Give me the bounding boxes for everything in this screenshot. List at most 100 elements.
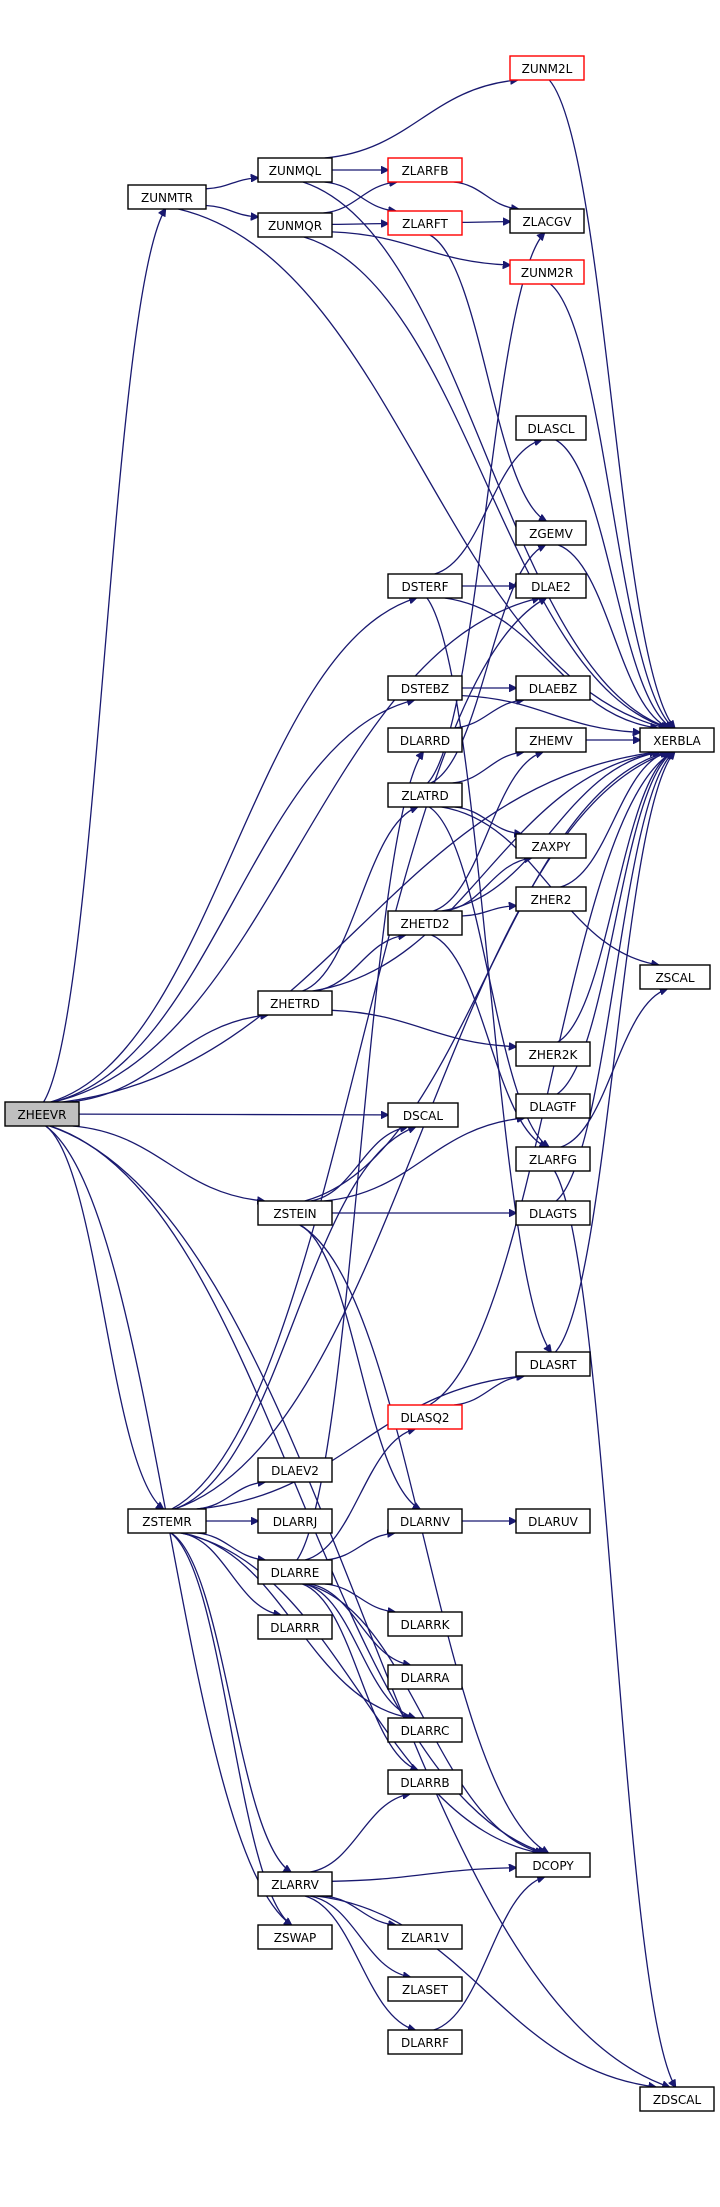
node-box[interactable] [257, 1924, 333, 1950]
node-box[interactable] [509, 259, 585, 285]
node-zdscal[interactable]: ZDSCAL [639, 2086, 715, 2112]
node-box[interactable] [387, 782, 463, 808]
node-dcopy[interactable]: DCOPY [515, 1852, 591, 1878]
node-dlarrk[interactable]: DLARRK [387, 1611, 463, 1637]
node-dlarrd[interactable]: DLARRD [387, 727, 463, 753]
node-box[interactable] [387, 1102, 459, 1128]
node-dlarrj[interactable]: DLARRJ [257, 1508, 333, 1534]
node-box[interactable] [257, 157, 333, 183]
node-zlarft[interactable]: ZLARFT [387, 210, 463, 236]
node-box[interactable] [639, 2086, 715, 2112]
node-dlagtf[interactable]: DLAGTF [515, 1093, 591, 1119]
node-box[interactable] [127, 184, 207, 210]
node-box[interactable] [515, 886, 587, 912]
node-box[interactable] [387, 910, 463, 936]
node-dlarrc[interactable]: DLARRC [387, 1717, 463, 1743]
node-zlacgv[interactable]: ZLACGV [509, 208, 585, 234]
node-zlaset[interactable]: ZLASET [387, 1976, 463, 2002]
node-box[interactable] [639, 727, 715, 753]
node-dlasq2[interactable]: DLASQ2 [387, 1404, 463, 1430]
node-zunm2r[interactable]: ZUNM2R [509, 259, 585, 285]
node-box[interactable] [639, 964, 711, 990]
node-box[interactable] [257, 1559, 333, 1585]
node-dlasrt[interactable]: DLASRT [515, 1351, 591, 1377]
node-box[interactable] [257, 1200, 333, 1226]
node-box[interactable] [257, 1614, 333, 1640]
node-box[interactable] [4, 1101, 80, 1127]
node-zunmqr[interactable]: ZUNMQR [257, 212, 333, 238]
node-box[interactable] [257, 1457, 333, 1483]
node-zlatrd[interactable]: ZLATRD [387, 782, 463, 808]
node-dlarra[interactable]: DLARRA [387, 1664, 463, 1690]
node-dstebz[interactable]: DSTEBZ [387, 675, 463, 701]
node-dlaruv[interactable]: DLARUV [515, 1508, 591, 1534]
node-zlarfg[interactable]: ZLARFG [515, 1146, 591, 1172]
node-box[interactable] [387, 1611, 463, 1637]
node-zgemv[interactable]: ZGEMV [515, 520, 587, 546]
node-box[interactable] [509, 208, 585, 234]
node-zhemv[interactable]: ZHEMV [515, 727, 587, 753]
node-box[interactable] [387, 1508, 463, 1534]
node-box[interactable] [509, 55, 585, 81]
node-box[interactable] [515, 1508, 591, 1534]
node-box[interactable] [387, 1924, 463, 1950]
node-box[interactable] [387, 2029, 463, 2055]
node-box[interactable] [515, 1093, 591, 1119]
node-box[interactable] [515, 1041, 591, 1067]
node-zher2[interactable]: ZHER2 [515, 886, 587, 912]
node-box[interactable] [387, 210, 463, 236]
node-box[interactable] [515, 1351, 591, 1377]
node-box[interactable] [387, 1404, 463, 1430]
node-box[interactable] [387, 727, 463, 753]
node-dlagts[interactable]: DLAGTS [515, 1200, 591, 1226]
node-dlaebz[interactable]: DLAEBZ [515, 675, 591, 701]
node-zhetd2[interactable]: ZHETD2 [387, 910, 463, 936]
node-box[interactable] [387, 573, 463, 599]
node-zunmtr[interactable]: ZUNMTR [127, 184, 207, 210]
node-zaxpy[interactable]: ZAXPY [515, 833, 587, 859]
node-box[interactable] [387, 1664, 463, 1690]
node-zlar1v[interactable]: ZLAR1V [387, 1924, 463, 1950]
node-box[interactable] [257, 990, 333, 1016]
node-box[interactable] [515, 1200, 591, 1226]
node-box[interactable] [387, 157, 463, 183]
node-box[interactable] [387, 1976, 463, 2002]
node-zstemr[interactable]: ZSTEMR [127, 1508, 207, 1534]
node-zunm2l[interactable]: ZUNM2L [509, 55, 585, 81]
node-dlarre[interactable]: DLARRE [257, 1559, 333, 1585]
node-dlarnv[interactable]: DLARNV [387, 1508, 463, 1534]
node-dlarrb[interactable]: DLARRB [387, 1769, 463, 1795]
node-box[interactable] [257, 1508, 333, 1534]
node-dlarrr[interactable]: DLARRR [257, 1614, 333, 1640]
node-box[interactable] [515, 833, 587, 859]
node-zlarrv[interactable]: ZLARRV [257, 1871, 333, 1897]
node-box[interactable] [515, 1852, 591, 1878]
node-box[interactable] [515, 415, 587, 441]
node-xerbla[interactable]: XERBLA [639, 727, 715, 753]
node-zswap[interactable]: ZSWAP [257, 1924, 333, 1950]
node-box[interactable] [515, 727, 587, 753]
node-dlaev2[interactable]: DLAEV2 [257, 1457, 333, 1483]
node-box[interactable] [515, 1146, 591, 1172]
node-zlarfb[interactable]: ZLARFB [387, 157, 463, 183]
node-zhetrd[interactable]: ZHETRD [257, 990, 333, 1016]
node-zheevr[interactable]: ZHEEVR [4, 1101, 80, 1127]
node-zscal[interactable]: ZSCAL [639, 964, 711, 990]
node-dsterf[interactable]: DSTERF [387, 573, 463, 599]
node-box[interactable] [515, 675, 591, 701]
node-box[interactable] [257, 1871, 333, 1897]
node-box[interactable] [387, 1717, 463, 1743]
node-zher2k[interactable]: ZHER2K [515, 1041, 591, 1067]
node-dlae2[interactable]: DLAE2 [515, 573, 587, 599]
node-box[interactable] [515, 573, 587, 599]
node-box[interactable] [257, 212, 333, 238]
node-dlascl[interactable]: DLASCL [515, 415, 587, 441]
node-box[interactable] [387, 675, 463, 701]
node-box[interactable] [387, 1769, 463, 1795]
node-box[interactable] [515, 520, 587, 546]
node-box[interactable] [127, 1508, 207, 1534]
node-dlarrf[interactable]: DLARRF [387, 2029, 463, 2055]
node-zstein[interactable]: ZSTEIN [257, 1200, 333, 1226]
node-zunmql[interactable]: ZUNMQL [257, 157, 333, 183]
node-dscal[interactable]: DSCAL [387, 1102, 459, 1128]
